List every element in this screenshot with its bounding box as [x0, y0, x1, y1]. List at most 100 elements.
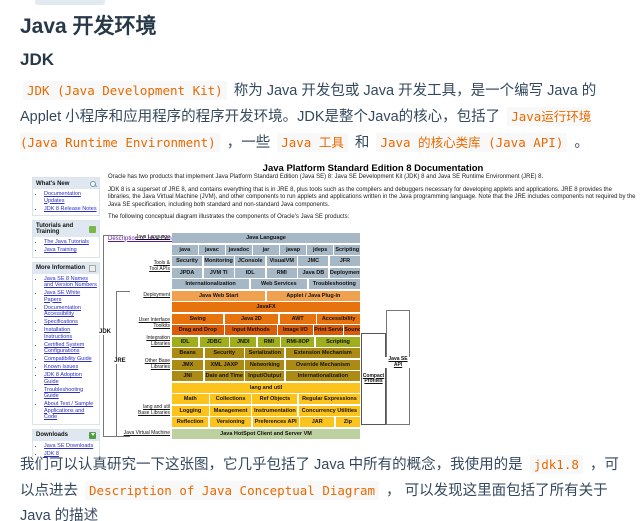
sidebar-link: The Java Tutorials — [44, 239, 89, 245]
diagram-cell: javap — [280, 244, 306, 255]
sidebar-list-item: The Java Tutorials — [44, 239, 97, 246]
sidebar-section-header: More Information — [33, 262, 99, 274]
sidebar-section-title: Downloads — [36, 432, 69, 438]
diagram-cell: Collections — [210, 394, 251, 404]
sidebar-section: More InformationJava SE 8 Names and Vers… — [32, 261, 100, 425]
sidebar-section-header: Tutorials and Training — [33, 221, 99, 237]
sidebar-list-item: Troubleshooting Guide — [44, 387, 97, 400]
page-title: Java 开发环境 — [20, 15, 157, 38]
inline-code: JDK (Java Development Kit) — [23, 81, 227, 100]
diagram-cell: Scripting — [334, 244, 361, 255]
text-run: ，一些 — [222, 135, 275, 151]
diagram-cell: RMI — [266, 267, 297, 278]
sidebar-link: Specifications — [44, 319, 78, 325]
sidebar-link-list: Java SE DownloadsJDK 8 Documentation — [44, 443, 97, 458]
diagram-cell: Monitoring — [203, 256, 234, 266]
diagram-row: Java Language — [172, 233, 360, 243]
diagram-cell: Networking — [245, 359, 285, 370]
diagram-cell: JMX — [172, 359, 204, 370]
diagram-cell: Java 2D — [224, 313, 279, 324]
doc-main: Oracle has two products that implement J… — [108, 174, 636, 245]
diagram-cell: Regular Expressions — [298, 394, 361, 404]
sidebar-list-item: Certified System Configurations — [44, 342, 97, 355]
diagram-cell: Accessibility — [317, 313, 360, 324]
sidebar-list-item: Compatibility Guide — [44, 356, 97, 363]
diagram-cell: javadoc — [226, 244, 252, 255]
diagram-row-label: User Interface Toolkits — [138, 317, 170, 329]
diagram-cell: Input/Output — [245, 371, 285, 381]
diagram-row: lang and util — [172, 382, 360, 393]
sidebar-link: JDK 8 Adoption Guide — [44, 372, 82, 385]
compact-profiles-box: Compact Profiles — [361, 333, 386, 425]
diagram-cell: Java Web Start — [172, 290, 266, 301]
diagram-cell: lang and util — [172, 382, 360, 393]
sidebar-section-header: What's New — [33, 178, 99, 189]
diagram-cell: JMC — [298, 256, 329, 266]
sidebar-link: Java Training — [44, 247, 77, 253]
diagram-cell: IDL — [235, 267, 266, 278]
sidebar-section-header: Downloads — [33, 429, 99, 441]
sidebar-list-item: Known Issues — [44, 364, 97, 371]
sidebar-link: JDK 8 Documentation — [44, 450, 59, 457]
diagram-cell: java — [172, 244, 198, 255]
diagram-cell: Drag and Drop — [172, 325, 224, 335]
diagram-row-label: Java Language — [135, 234, 170, 240]
diagram-row: Java HotSpot Client and Server VM — [172, 428, 360, 439]
sidebar-list-item: JDK 8 Documentation — [44, 451, 97, 458]
jre-label: JRE — [113, 358, 127, 364]
outro-paragraph: 我们可以认真研究一下这张图，它几乎包括了 Java 中所有的概念，我使用的是 j… — [20, 452, 622, 521]
sidebar-list-item: Java Training — [44, 247, 97, 254]
diagram-row-label: lang and util Base Libraries — [138, 404, 170, 416]
diagram-cell: Deployment — [329, 267, 360, 278]
diagram-cell: Java HotSpot Client and Server VM — [172, 428, 360, 439]
sidebar-section: What's NewDocumentation UpdatesJDK 8 Rel… — [32, 177, 100, 216]
diagram-cell: JPDA — [172, 267, 203, 278]
java-se-api-label: Java SE API — [385, 356, 411, 368]
text-run: 和 — [350, 135, 374, 151]
sidebar-link-list: Java SE 8 Names and Version NumbersJava … — [44, 276, 97, 421]
diagram-cell: Input Methods — [225, 325, 277, 335]
cropped-element-top — [35, 0, 105, 5]
sidebar-list-item: Documentation Updates — [44, 191, 97, 204]
diagram-cell: Preferences API — [252, 417, 299, 427]
diagram-cell: AWT — [279, 313, 316, 324]
diagram-row: JavaFX — [172, 302, 360, 312]
diagram-cell: Internationalization — [285, 371, 361, 381]
intro-paragraph: JDK (Java Development Kit) 称为 Java 开发包或 … — [20, 78, 622, 156]
diagram-cell: JConsole — [235, 256, 266, 266]
diagram-cell: Versioning — [209, 417, 252, 427]
diagram-cell: jar — [253, 244, 279, 255]
sidebar-list-item: Documentation Accessibility — [44, 305, 97, 318]
diagram-cell: JNI — [172, 371, 204, 381]
diagram-cell: Print Service — [314, 325, 343, 335]
diagram-cell: Java Language — [172, 233, 360, 243]
diagram-cell: Beans — [172, 348, 204, 358]
diagram-row-label: Deployment — [143, 292, 170, 298]
text-run: 。 — [570, 135, 589, 151]
jre-bracket — [116, 291, 130, 437]
oracle-doc-screenshot[interactable]: Java Platform Standard Edition 8 Documen… — [28, 162, 638, 457]
doc-paragraph: Oracle has two products that implement J… — [108, 174, 544, 180]
diagram-row-label: Java Virtual Machine — [123, 430, 170, 436]
diagram-cell: javac — [199, 244, 225, 255]
sidebar-list-item: About Test / Sample Applications and Cod… — [44, 401, 97, 421]
sidebar-list-item: Java SE Downloads — [44, 443, 97, 450]
diagram-cell: RMI-IIOP — [281, 336, 315, 347]
diagram-row-label: Integration Libraries — [146, 335, 170, 347]
diagram-cell: JAR — [300, 417, 335, 427]
sidebar-section-title: What's New — [36, 180, 70, 187]
diagram-cell: Management — [210, 405, 251, 416]
sidebar-link-list: Documentation UpdatesJDK 8 Release Notes — [44, 191, 97, 212]
